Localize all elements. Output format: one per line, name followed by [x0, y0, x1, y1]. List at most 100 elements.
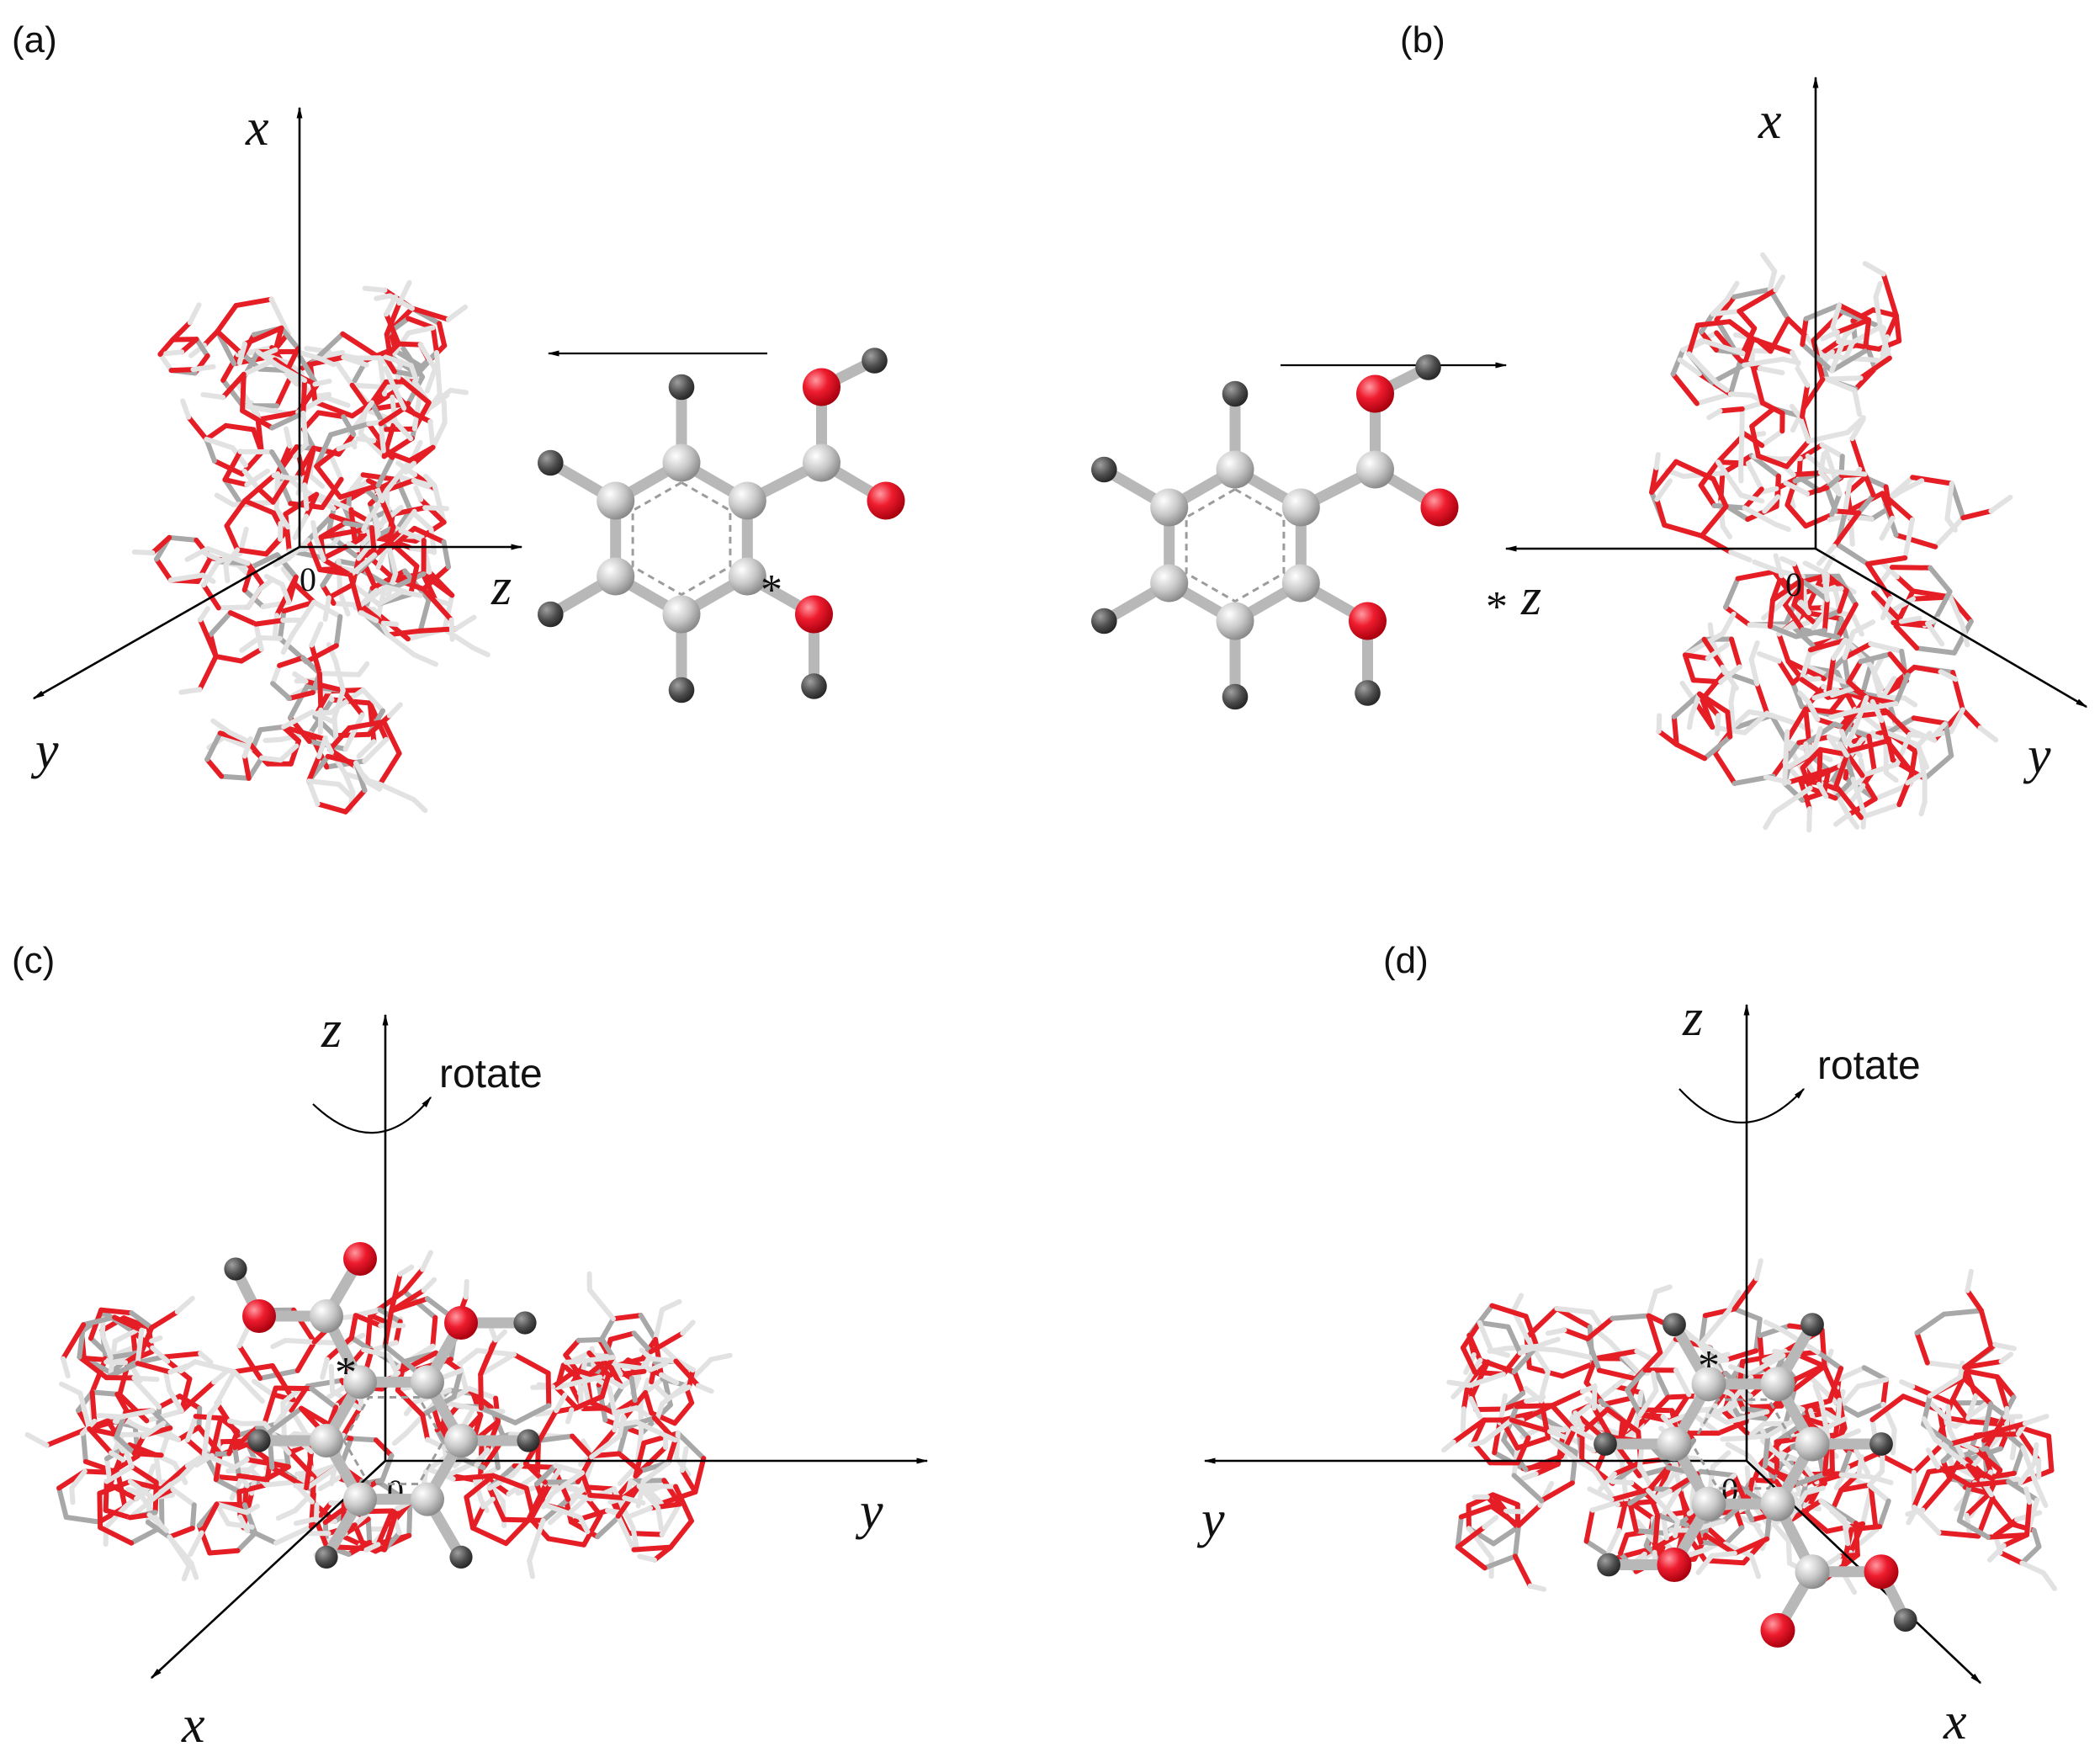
- cd-bond: [1921, 1416, 1938, 1442]
- cd-bond: [200, 392, 226, 401]
- rotate-arrow-c: [312, 1096, 432, 1134]
- cd-bond: [383, 354, 414, 369]
- cd-bond: [2040, 1570, 2057, 1591]
- cd-bond: [1656, 1488, 1673, 1500]
- cd-bond: [395, 341, 423, 348]
- cd-bond: [1800, 316, 1809, 348]
- axis-label-c-vertical: z: [321, 1001, 342, 1059]
- cd-bond: [222, 477, 244, 507]
- cd-bond: [1800, 765, 1813, 791]
- cd-bond: [1609, 1479, 1635, 1486]
- cd-bond: [151, 1481, 174, 1501]
- cd-bond: [1613, 1369, 1637, 1389]
- cd-bond: [257, 724, 286, 733]
- cd-bond: [1711, 749, 1737, 786]
- cd-bond: [1489, 1303, 1529, 1319]
- cd-bond: [233, 296, 274, 309]
- cd-bond: [356, 661, 370, 677]
- salicylic-acid-d: [1594, 1313, 1917, 1648]
- cd-bond: [649, 1379, 671, 1401]
- cd-bond: [1759, 428, 1785, 449]
- cd-bond: [1686, 322, 1700, 357]
- cd-bond: [2018, 1460, 2038, 1485]
- cd-bond: [1749, 1477, 1779, 1484]
- cd-bond: [1731, 287, 1773, 300]
- cd-bond: [643, 1389, 655, 1416]
- cd-bond: [599, 1372, 612, 1399]
- cd-bond: [660, 1298, 682, 1313]
- cd-bond: [1842, 641, 1874, 661]
- hydrogen-atom: [1869, 1432, 1893, 1456]
- carbon-atom: [728, 557, 766, 596]
- cd-bond: [331, 688, 346, 721]
- cd-bond: [1797, 413, 1811, 444]
- cd-bond: [692, 1456, 707, 1495]
- hydrogen-atom: [801, 673, 827, 699]
- cd-bond: [1705, 1356, 1730, 1366]
- cd-bond: [1798, 778, 1812, 811]
- carbon-atom: [310, 1299, 343, 1333]
- cd-bond: [422, 473, 438, 488]
- cd-bond: [125, 1486, 143, 1496]
- cd-bond: [1933, 515, 1966, 549]
- cd-bond: [1671, 691, 1702, 719]
- origin-label-c: 0: [387, 1473, 404, 1510]
- cd-bond: [1512, 1522, 1521, 1559]
- position-marker-b: *: [1486, 583, 1508, 631]
- cd-bond: [1829, 332, 1848, 374]
- cd-bond: [1593, 1348, 1640, 1362]
- cd-bond: [1948, 1432, 1987, 1447]
- cd-bond: [1450, 1417, 1487, 1445]
- cd-bond: [1941, 1308, 1984, 1317]
- cd-bond: [315, 801, 348, 815]
- hydrogen-atom: [1355, 680, 1381, 706]
- cd-bond: [369, 400, 389, 433]
- cd-bond: [1852, 356, 1880, 363]
- cd-bond: [263, 536, 284, 557]
- cd-bond: [369, 568, 408, 591]
- cd-bond: [648, 1330, 686, 1355]
- cd-bond: [2009, 1441, 2018, 1461]
- cd-bond: [2031, 1527, 2042, 1549]
- cd-bond: [679, 1468, 698, 1495]
- cd-bond: [1723, 576, 1741, 610]
- cd-bond: [257, 634, 283, 641]
- cd-bond: [1873, 294, 1883, 330]
- cd-bond: [1819, 1400, 1831, 1440]
- rotate-label-c: rotate: [439, 1052, 543, 1096]
- cd-bond: [1790, 1471, 1827, 1489]
- cd-bond: [198, 606, 210, 623]
- cd-bond: [1858, 355, 1892, 381]
- cd-bond: [363, 778, 383, 792]
- panel-c: (c) z y x 0 rotate *: [12, 940, 929, 1752]
- cd-bond: [391, 576, 427, 592]
- cd-bond: [1944, 480, 1954, 522]
- cd-bond: [1818, 1498, 1847, 1522]
- cd-bond: [58, 1381, 83, 1396]
- cd-bond: [1754, 681, 1770, 716]
- cd-bond: [287, 690, 316, 701]
- cd-bond: [1800, 342, 1835, 374]
- cd-bond: [222, 477, 250, 487]
- position-marker-d: *: [1698, 1342, 1720, 1390]
- cd-bond: [1893, 623, 1920, 651]
- hydrogen-atom: [1662, 1313, 1686, 1336]
- cd-bond: [2020, 1445, 2039, 1485]
- cd-bond: [1677, 357, 1702, 377]
- cd-bond: [1731, 1473, 1748, 1505]
- cd-bond: [1835, 542, 1870, 567]
- cd-bond: [478, 1351, 517, 1378]
- cd-bond: [408, 363, 419, 383]
- cd-bond: [553, 1463, 585, 1476]
- cd-bond: [1511, 1293, 1524, 1314]
- cd-bond: [534, 1463, 559, 1487]
- cd-bond: [1901, 695, 1918, 708]
- cd-bond: [1837, 1552, 1860, 1559]
- cd-bond: [1859, 802, 1902, 820]
- cd-bond: [1914, 645, 1957, 656]
- cd-bond: [1625, 1387, 1643, 1418]
- cd-bond: [179, 337, 199, 355]
- cd-bond: [1829, 686, 1856, 698]
- carbon-atom: [1216, 602, 1254, 640]
- cd-bond: [1846, 679, 1869, 700]
